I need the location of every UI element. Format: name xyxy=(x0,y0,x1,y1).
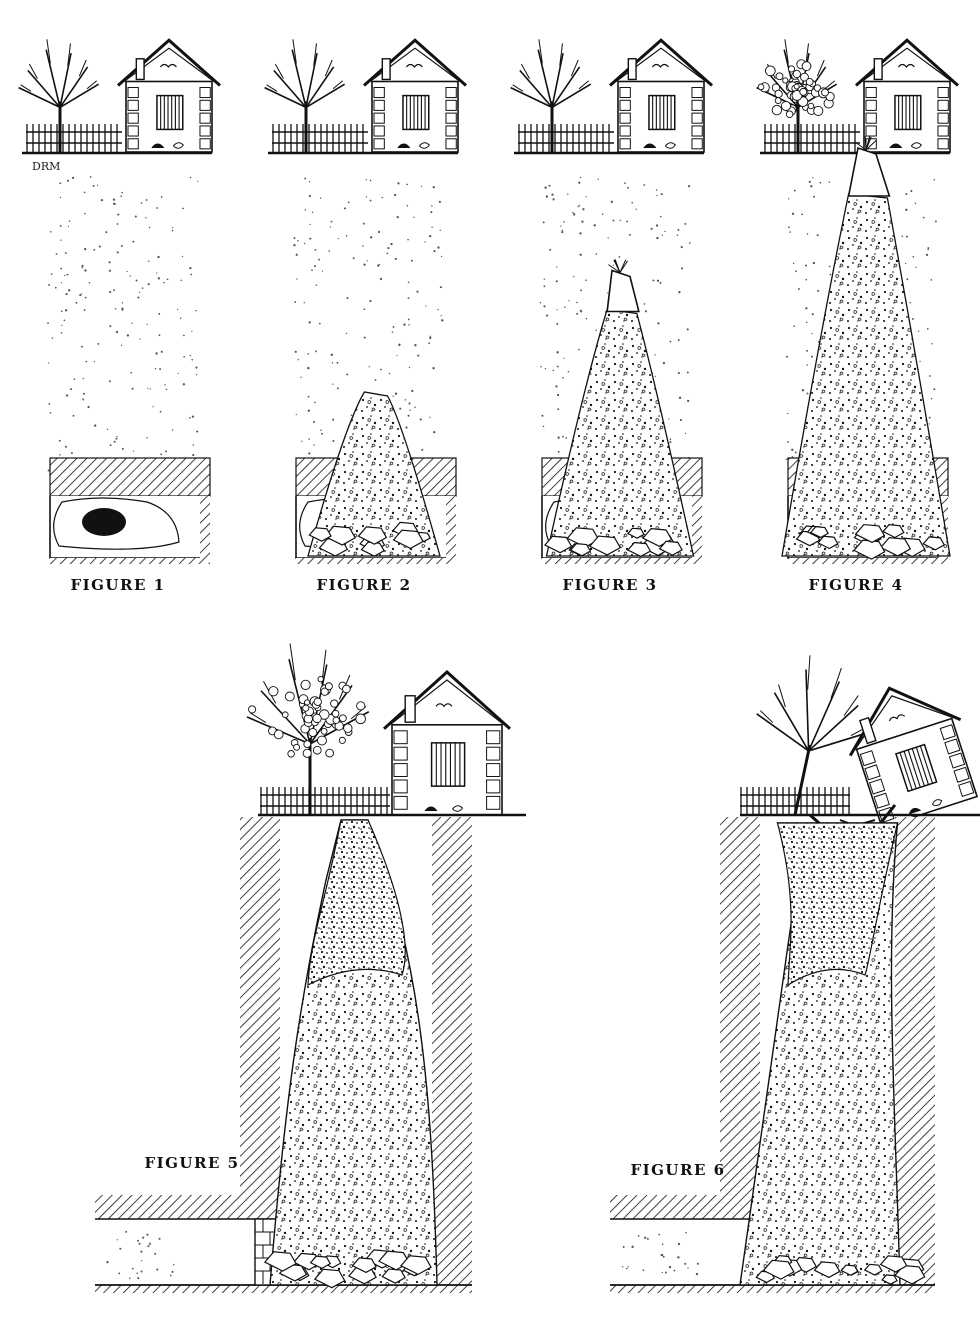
figure-caption-6: FIGURE 6 xyxy=(630,1161,725,1179)
figure-4: FIGURE 4 xyxy=(757,39,958,594)
soil-speckle xyxy=(622,1232,699,1275)
figures-layer: FIGURE 1 FIGURE 2 FIGURE 3 FIGURE 4 FIGURE 5… xyxy=(19,39,980,1293)
fence xyxy=(518,124,614,152)
figure-5: FIGURE 5 xyxy=(95,644,526,1294)
figure-caption-2: FIGURE 2 xyxy=(316,576,411,594)
dense-fill xyxy=(308,820,405,985)
figure-3: FIGURE 3 xyxy=(511,39,712,594)
house xyxy=(610,40,712,152)
house xyxy=(364,40,466,152)
figure-caption-1: FIGURE 1 xyxy=(70,576,165,594)
shaft-wall-right xyxy=(432,817,472,1285)
shaft-wall-left xyxy=(720,817,760,1195)
soil-speckle xyxy=(106,1231,174,1279)
fence xyxy=(26,124,122,152)
collapse-column xyxy=(547,310,694,557)
collapse-column xyxy=(782,194,950,556)
shaft-wall-right xyxy=(895,817,935,1285)
figure-6: FIGURE 6 xyxy=(610,647,980,1293)
soil-speckle xyxy=(47,176,198,471)
figure-1: FIGURE 1 xyxy=(19,39,220,594)
house xyxy=(834,670,980,829)
figure-caption-5: FIGURE 5 xyxy=(144,1154,239,1172)
figure-2: FIGURE 2 xyxy=(265,39,466,594)
shaft-wall-left xyxy=(240,817,280,1195)
fence xyxy=(740,787,850,815)
void xyxy=(607,271,639,312)
house xyxy=(856,40,958,152)
house xyxy=(118,40,220,152)
fence xyxy=(260,787,390,815)
artist-signature: DRM xyxy=(32,160,60,173)
house xyxy=(384,672,510,815)
fence xyxy=(764,124,860,152)
rock-layer xyxy=(95,1195,280,1219)
figure-caption-3: FIGURE 3 xyxy=(562,576,657,594)
rock-layer xyxy=(610,1195,760,1219)
rock-layer xyxy=(50,458,210,496)
void xyxy=(849,148,890,196)
figure-caption-4: FIGURE 4 xyxy=(808,576,903,594)
fence xyxy=(272,124,368,152)
